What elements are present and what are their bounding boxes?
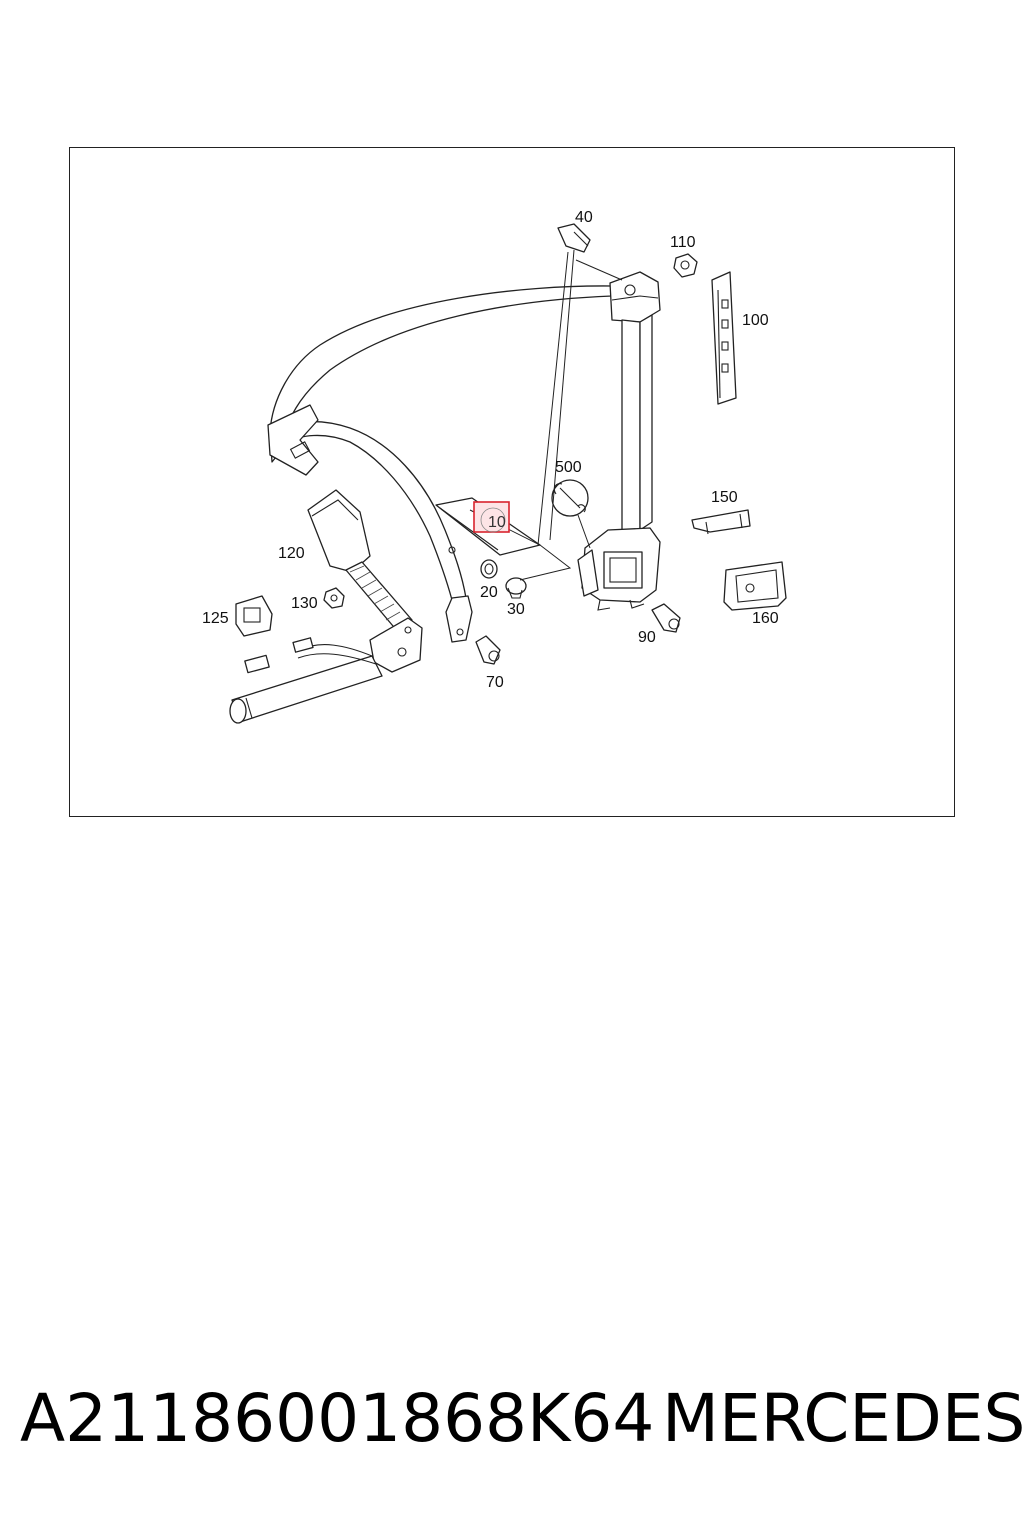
- bracket-160: [723, 561, 787, 611]
- callout-labels: 40 110 100 500 150 120 20 30 125 130 90 …: [202, 209, 779, 691]
- clip-150: [691, 509, 751, 535]
- callout-90: 90: [638, 629, 656, 646]
- shoulder-belt-webbing: [267, 285, 613, 643]
- mounting-bracket-100: [711, 271, 737, 405]
- highlighted-callout-10[interactable]: 10: [473, 501, 510, 533]
- callout-70: 70: [486, 674, 504, 691]
- diagram-frame: [69, 147, 955, 817]
- belt-retractor: [577, 527, 661, 611]
- washer-20: [480, 559, 498, 579]
- footer: A21186001868K64 MERCEDES: [20, 1380, 1024, 1470]
- nut-130: [323, 587, 345, 609]
- screw-90: [651, 603, 681, 633]
- connector-125: [235, 595, 273, 637]
- callout-120: 120: [278, 545, 305, 562]
- belt-retractor-column: [609, 271, 661, 531]
- part-number: A21186001868K64: [20, 1380, 655, 1457]
- pretensioner-tube: [229, 637, 383, 724]
- callout-20: 20: [480, 584, 498, 601]
- callout-100: 100: [742, 312, 769, 329]
- callout-40: 40: [575, 209, 593, 226]
- seat-belt-buckle: [307, 489, 423, 673]
- callout-130: 130: [291, 595, 318, 612]
- wrench-icon: [551, 479, 589, 517]
- callout-500: 500: [555, 459, 582, 476]
- brand-name: MERCEDES: [662, 1380, 1024, 1457]
- nut-110: [673, 253, 698, 278]
- screw-70: [475, 635, 501, 665]
- callout-110: 110: [670, 234, 696, 251]
- bolt-40: [557, 223, 591, 253]
- callout-150: 150: [711, 489, 738, 506]
- cap-30: [505, 577, 527, 599]
- callout-10: 10: [488, 514, 506, 531]
- callout-30: 30: [507, 601, 525, 618]
- callout-125: 125: [202, 610, 229, 627]
- callout-160: 160: [752, 610, 779, 627]
- callout-circle: [480, 507, 506, 533]
